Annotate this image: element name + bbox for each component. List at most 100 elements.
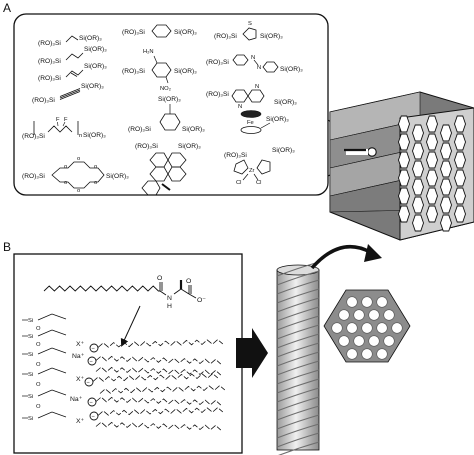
curved-arrow-head <box>364 244 382 262</box>
channel <box>346 348 358 360</box>
micelle-chains <box>92 339 226 431</box>
silicon-atom: Si <box>28 416 33 422</box>
svg-text:N: N <box>238 104 242 110</box>
pore <box>412 160 424 178</box>
hexagonal-cross-section <box>323 289 411 363</box>
curved-arrow <box>310 244 371 270</box>
channel <box>376 348 388 360</box>
svg-text:N: N <box>167 295 172 302</box>
pore <box>426 115 438 133</box>
pore <box>398 169 410 187</box>
svg-text:Cl: Cl <box>236 180 241 186</box>
svg-text:o: o <box>77 156 80 162</box>
svg-text:F: F <box>64 117 68 123</box>
pore <box>454 205 466 223</box>
pore <box>398 151 410 169</box>
precursor-thiophene-bridged: (RO)₃Si S Si(OR)₃ <box>214 21 283 41</box>
precursor-crown-ether-bridged: (RO)₃Si o o o o o o Si(OR)₃ <box>22 156 129 194</box>
svg-text:Si(OR)₃: Si(OR)₃ <box>84 46 107 53</box>
channel <box>346 296 358 308</box>
svg-text:Fe: Fe <box>247 120 254 126</box>
svg-text:(RO)₃Si: (RO)₃Si <box>224 152 247 159</box>
pore <box>454 151 466 169</box>
silicon-atom: Si <box>28 394 33 400</box>
svg-text:N: N <box>257 65 261 71</box>
svg-text:Si(OR)₃: Si(OR)₃ <box>178 143 201 150</box>
svg-text:NO₂: NO₂ <box>160 86 171 92</box>
precursor-fluoroalkyl-bridged: (RO)₃Si F F n Si(OR)₃ <box>22 117 106 140</box>
svg-text:(RO)₃Si: (RO)₃Si <box>122 29 145 36</box>
helix-stripe <box>276 288 320 304</box>
channel <box>361 296 373 308</box>
precursor-azobenzene-bridged: (RO)₃Si N N Si(OR)₃ <box>206 54 303 73</box>
pore <box>426 133 438 151</box>
svg-text:n: n <box>79 133 82 139</box>
helix-stripe <box>276 333 320 349</box>
channel <box>338 309 350 321</box>
precursor-propane-bridged: (RO)₃Si Si(OR)₃ <box>38 46 107 65</box>
pore <box>398 115 410 133</box>
surfactant-molecule: O N H O O⁻ <box>43 275 206 310</box>
helix-stripe <box>276 423 320 439</box>
svg-text:−: − <box>92 414 96 420</box>
helix-stripe <box>276 396 320 412</box>
channel <box>368 335 380 347</box>
transformation-arrow <box>236 328 268 378</box>
pore <box>398 187 410 205</box>
svg-text:H: H <box>167 303 172 310</box>
channel <box>383 309 395 321</box>
svg-text:−: − <box>92 346 96 352</box>
helix-stripe <box>276 315 320 331</box>
precursor-bipyridine-bridged: (RO)₃Si N N Si(OR)₃ <box>206 84 297 110</box>
helix-stripe <box>276 279 320 295</box>
helix-stripe <box>276 306 320 322</box>
svg-text:(RO)₃Si: (RO)₃Si <box>22 133 45 140</box>
svg-text:F: F <box>56 117 60 123</box>
ion-na-plus: Na⁺ <box>72 353 85 360</box>
silicon-atom: Si <box>28 352 33 358</box>
assembly-arrow <box>120 305 141 347</box>
pore <box>440 196 452 214</box>
pore <box>426 205 438 223</box>
pore <box>440 214 452 232</box>
ion-x-plus: X⁺ <box>76 341 85 348</box>
hydrocarbon-tail <box>92 373 219 382</box>
svg-text:(RO)₃Si: (RO)₃Si <box>214 33 237 40</box>
hydrocarbon-tail <box>99 385 226 394</box>
panel-label-a: A <box>3 1 11 15</box>
svg-text:N: N <box>255 84 259 90</box>
svg-text:O: O <box>186 278 191 285</box>
svg-text:o: o <box>64 164 67 170</box>
helix-stripe <box>276 270 320 286</box>
svg-text:Si(OR)₃: Si(OR)₃ <box>272 147 295 154</box>
svg-text:−: − <box>90 359 94 365</box>
svg-text:(RO)₃Si: (RO)₃Si <box>122 68 145 75</box>
svg-text:O⁻: O⁻ <box>197 297 206 304</box>
svg-text:o: o <box>64 180 67 186</box>
precursor-aminonitro-phenylene: H₂N (RO)₃Si Si(OR)₃ NO₂ <box>122 49 197 92</box>
precursor-zirconocene: (RO)₃Si Si(OR)₃ Zr Cl Cl <box>224 147 295 186</box>
pore <box>398 205 410 223</box>
channel <box>361 322 373 334</box>
helix-stripe <box>276 405 320 421</box>
pore <box>440 142 452 160</box>
pore <box>426 187 438 205</box>
precursor-benzene-tris: Si(OR)₃ (RO)₃Si Si(OR)₃ <box>128 96 205 133</box>
svg-text:(RO)₃Si: (RO)₃Si <box>38 75 61 82</box>
precursor-ethene-bridged: (RO)₃Si Si(OR)₃ <box>38 63 107 82</box>
helix-stripe <box>276 369 320 385</box>
block-pores <box>398 115 466 232</box>
helix-stripe <box>276 432 320 448</box>
oxygen-atom: O <box>36 404 41 410</box>
svg-text:Si(OR)₃: Si(OR)₃ <box>174 68 197 75</box>
counter-ions: X⁺ Na⁺ X⁺ Na⁺ X⁺ <box>70 341 85 425</box>
pore <box>412 124 424 142</box>
oxygen-atom: O <box>36 382 41 388</box>
pore <box>412 178 424 196</box>
ion-x-plus: X⁺ <box>76 418 85 425</box>
helix-stripe <box>276 351 320 367</box>
svg-text:Si(OR)₃: Si(OR)₃ <box>106 173 129 180</box>
svg-text:Si(OR)₃: Si(OR)₃ <box>274 99 297 106</box>
